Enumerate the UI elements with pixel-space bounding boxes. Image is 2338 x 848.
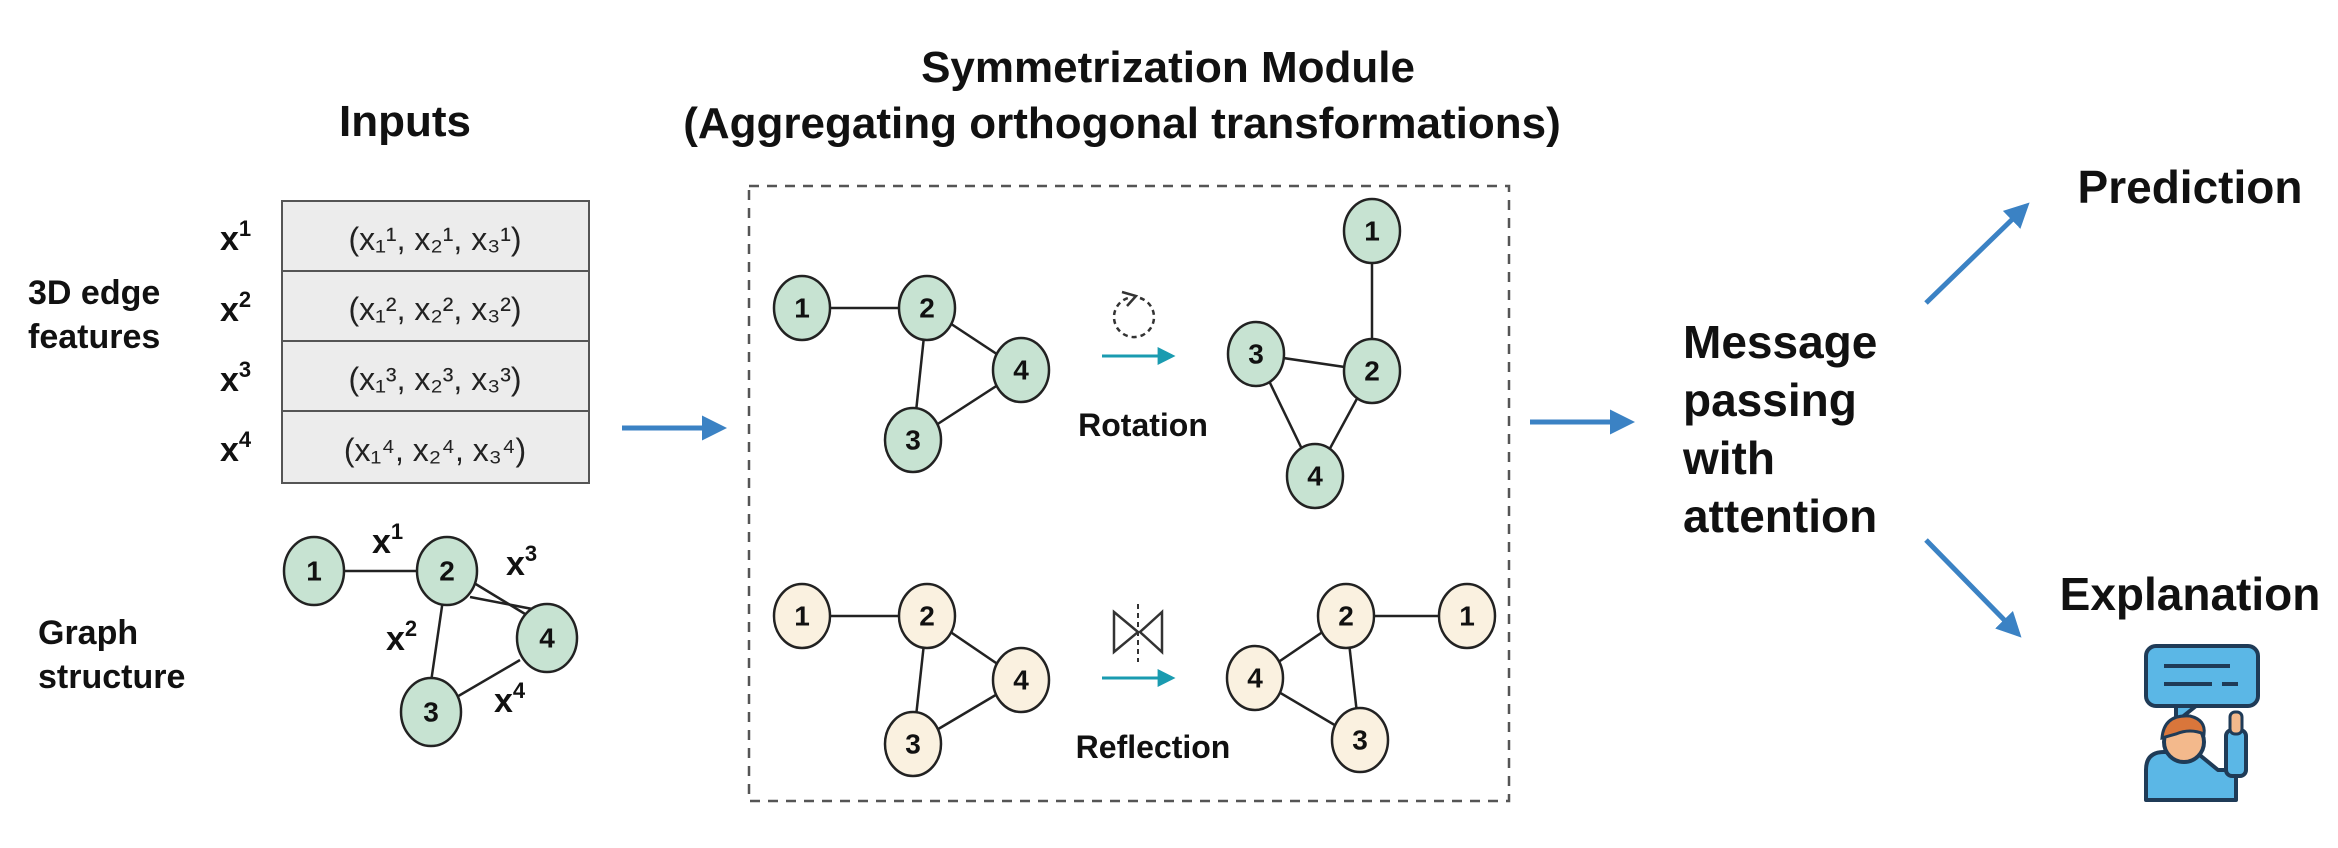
edge-features-label-line2: features [28, 318, 160, 356]
message-passing-line2: passing [1683, 374, 1857, 426]
graph-node: 4 [991, 336, 1051, 404]
graph-node: 4 [515, 602, 579, 674]
graph-structure-label-line2: structure [38, 658, 185, 696]
flow-arrow [1924, 202, 2030, 305]
table-cell-bg [281, 410, 590, 484]
graph-node: 2 [1316, 582, 1376, 650]
row-var-name: x1 [220, 216, 251, 258]
table-cell-bg [281, 270, 590, 342]
rotate-icon [1112, 290, 1156, 339]
graph-node: 1 [1437, 582, 1497, 650]
svg-text:2: 2 [919, 601, 935, 632]
svg-text:3: 3 [905, 729, 921, 760]
svg-text:4: 4 [1013, 355, 1029, 386]
reflection-result-graph: 2 1 4 3 [1225, 582, 1497, 774]
edge-feature-row: x2 (x₁², x₂², x₃²) [220, 270, 590, 342]
graph-node: 3 [883, 406, 943, 474]
graph-node: 3 [883, 710, 943, 778]
flow-arrow [1924, 538, 2022, 638]
graph-node: 1 [1342, 197, 1402, 265]
svg-text:3: 3 [1248, 339, 1264, 370]
svg-text:1: 1 [1459, 601, 1475, 632]
table-cell: (x₁³, x₂³, x₃³) [348, 361, 521, 397]
graph-node: 2 [897, 274, 957, 342]
table-cell-bg [281, 340, 590, 412]
row-var-name: x2 [220, 287, 251, 329]
svg-text:2: 2 [919, 293, 935, 324]
edge-label: x1 [372, 519, 403, 561]
svg-text:1: 1 [794, 293, 810, 324]
edge-feature-row: x3 (x₁³, x₂³, x₃³) [220, 340, 590, 412]
mirror-flip-icon [1112, 604, 1164, 662]
graph-node: 2 [1342, 337, 1402, 405]
svg-text:1: 1 [306, 556, 322, 587]
graph-node: 2 [897, 582, 957, 650]
rotation-label: Rotation [1078, 407, 1208, 443]
table-cell: (x₁⁴, x₂⁴, x₃⁴) [344, 432, 526, 468]
svg-text:3: 3 [905, 425, 921, 456]
table-cell: (x₁¹, x₂¹, x₃¹) [348, 221, 521, 257]
graph-node: 2 [415, 535, 479, 607]
table-cell: (x₁², x₂², x₃²) [348, 291, 521, 327]
edge-feature-row: x1 (x₁¹, x₂¹, x₃¹) [220, 200, 590, 272]
svg-text:1: 1 [794, 601, 810, 632]
rotation-result-graph: 1 3 2 4 [1226, 197, 1402, 510]
svg-text:2: 2 [1338, 601, 1354, 632]
svg-text:4: 4 [1307, 461, 1323, 492]
graph-node: 4 [1285, 442, 1345, 510]
row-var-name: x3 [220, 357, 251, 399]
message-passing-line1: Message [1683, 316, 1877, 368]
graph-node: 1 [772, 582, 832, 650]
edge-label: x4 [494, 678, 526, 720]
svg-text:3: 3 [423, 697, 439, 728]
inputs-title: Inputs [339, 97, 471, 146]
reflection-source-graph: 1 2 4 3 [772, 582, 1051, 778]
module-title-line1: Symmetrization Module [921, 43, 1415, 92]
edge-features-label-line1: 3D edge [28, 274, 160, 312]
svg-text:4: 4 [1013, 665, 1029, 696]
row-var-name: x4 [220, 427, 252, 469]
person-with-speech-bubble-icon [2144, 644, 2260, 802]
svg-text:4: 4 [539, 623, 555, 654]
svg-text:2: 2 [439, 556, 455, 587]
svg-text:4: 4 [1247, 663, 1263, 694]
rotation-source-graph: 1 2 4 3 [772, 274, 1051, 474]
input-graph: 1 2 4 3 x1 x2 x3 x4 [282, 519, 579, 748]
graph-node: 3 [1226, 320, 1286, 388]
svg-text:2: 2 [1364, 356, 1380, 387]
edge-feature-table: x1 (x₁¹, x₂¹, x₃¹) x2 (x₁², x₂², x₃²) x3… [220, 200, 590, 484]
module-title-line2: (Aggregating orthogonal transformations) [683, 99, 1561, 148]
message-passing-line4: attention [1683, 490, 1877, 542]
edge-label: x2 [386, 616, 417, 658]
message-passing-line3: with [1682, 432, 1775, 484]
graph-node: 1 [282, 535, 346, 607]
graph-node: 3 [1330, 706, 1390, 774]
svg-text:3: 3 [1352, 725, 1368, 756]
table-cell-bg [281, 200, 590, 272]
module-dashed-box [747, 184, 1511, 803]
graph-structure-label-line1: Graph [38, 614, 138, 652]
reflection-label: Reflection [1076, 729, 1231, 765]
graph-node: 4 [1225, 644, 1285, 712]
graph-node: 4 [991, 646, 1051, 714]
graph-structure-label: Graph structure [38, 614, 185, 696]
message-passing-block: Message passing with attention [1682, 316, 1877, 542]
graph-node: 1 [772, 274, 832, 342]
prediction-label: Prediction [2078, 161, 2303, 213]
svg-text:1: 1 [1364, 216, 1380, 247]
graph-node: 3 [399, 676, 463, 748]
edge-features-label: 3D edge features [28, 274, 160, 356]
edge-feature-row: x4 (x₁⁴, x₂⁴, x₃⁴) [220, 410, 590, 484]
explanation-label: Explanation [2060, 568, 2321, 620]
edge-label: x3 [506, 541, 537, 583]
